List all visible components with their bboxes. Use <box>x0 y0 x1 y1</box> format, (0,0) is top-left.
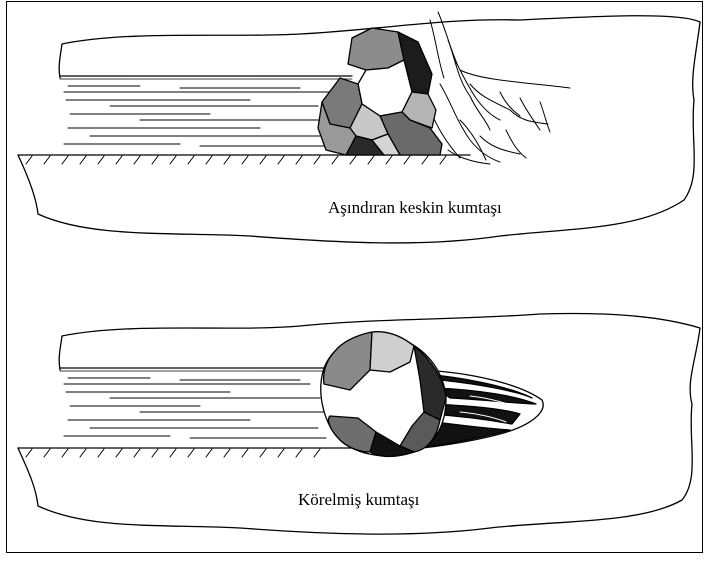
scratch-marks-bottom <box>64 378 326 438</box>
caption-sharp-sandstone: Aşındıran keskin kumtaşı <box>328 198 502 218</box>
floor-hatching-bottom <box>26 449 320 457</box>
chip-ragged-top <box>430 12 570 164</box>
abrasive-grain-dull <box>321 332 446 457</box>
scratch-marks-top <box>64 86 330 146</box>
floor-hatching-top <box>26 156 446 164</box>
abrasive-grain-sharp <box>318 28 442 155</box>
caption-dull-sandstone: Körelmiş kumtaşı <box>298 490 419 510</box>
